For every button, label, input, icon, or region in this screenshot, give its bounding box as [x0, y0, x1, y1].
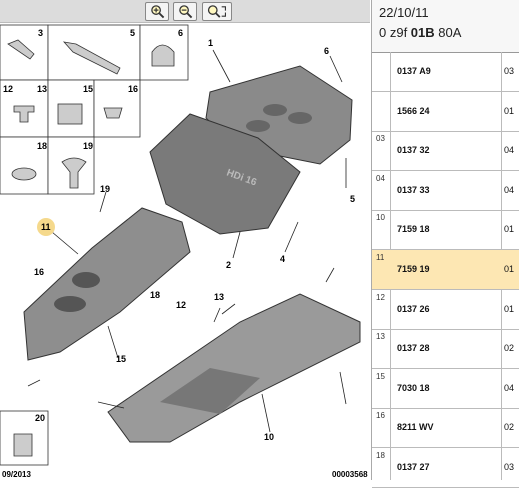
callout: 16 — [34, 267, 44, 277]
part-quantity: 02 — [504, 422, 515, 433]
cell-label: 6 — [178, 28, 183, 38]
table-row[interactable]: 13 0137 28 02 — [372, 329, 519, 370]
cell-label: 19 — [83, 141, 93, 151]
row-index: 03 — [376, 134, 385, 144]
under-shield — [107, 293, 361, 443]
part-reference: 7030 18 — [397, 382, 430, 393]
part-reference: 1566 24 — [397, 105, 430, 116]
row-index: 11 — [376, 253, 385, 262]
ref-prefix: 0 z9f — [379, 25, 411, 40]
ref-bold: 01B — [410, 25, 435, 40]
part-reference: 0137 32 — [397, 145, 430, 156]
row-index: 13 — [376, 332, 385, 342]
part-quantity: 04 — [504, 145, 515, 156]
part-quantity: 04 — [504, 184, 515, 195]
part-reference: 0137 33 — [397, 184, 430, 195]
part-quantity: 02 — [504, 343, 515, 354]
cell-label: 15 — [83, 84, 93, 94]
row-index: 12 — [376, 292, 385, 302]
part-reference: 7159 18 — [397, 224, 430, 235]
side-cover — [23, 207, 191, 361]
part-quantity: 01 — [504, 264, 515, 274]
callout: 1 — [208, 38, 213, 48]
part-quantity: 01 — [504, 105, 515, 116]
part-reference: 0137 27 — [397, 462, 430, 472]
table-row[interactable]: 10 7159 18 01 — [372, 210, 519, 251]
table-row[interactable]: 04 0137 33 04 — [372, 171, 519, 211]
ref-suffix: 80A — [434, 25, 462, 40]
list-header: 22/10/11 0 z9f 01B 80A — [372, 0, 519, 53]
table-row[interactable]: 16 8211 WV 02 — [372, 408, 519, 449]
callout: 13 — [214, 292, 224, 302]
table-row[interactable]: 0137 A9 03 — [372, 52, 519, 92]
highlight-callout-marker — [37, 218, 55, 236]
parts-diagram: 3 5 6 12 13 15 16 18 19 20 — [0, 0, 370, 480]
part-quantity: 01 — [504, 224, 515, 235]
cell-label: 3 — [38, 28, 43, 38]
diagram-toolbar — [0, 0, 370, 23]
table-row[interactable]: 11 7159 19 01 — [372, 250, 519, 290]
diagram-number: 00003568 — [332, 470, 368, 479]
part-quantity: 03 — [504, 66, 515, 76]
cell-label: 18 — [37, 141, 47, 151]
callout: 12 — [176, 300, 186, 310]
parts-list: 22/10/11 0 z9f 01B 80A 0137 A9 03 1566 24 0… — [371, 0, 519, 488]
part-quantity: 04 — [504, 382, 515, 393]
part-reference: 0137 A9 — [397, 66, 431, 76]
callout: 11 — [41, 222, 51, 232]
callout: 10 — [264, 432, 274, 442]
table-row[interactable]: 15 7030 18 04 — [372, 369, 519, 409]
catalog-reference: 0 z9f 01B 80A — [379, 25, 461, 40]
table-row[interactable]: 18 0137 27 03 — [372, 448, 519, 488]
row-index: 10 — [376, 213, 385, 223]
engine-cover-lower: HDi 16 — [149, 113, 301, 235]
cell-label: 5 — [130, 28, 135, 38]
callout: 19 — [100, 184, 110, 194]
zoom-fit-button[interactable] — [202, 2, 232, 21]
cell-label: 13 — [37, 84, 47, 94]
catalog-date: 22/10/11 — [379, 5, 429, 20]
part-quantity: 03 — [504, 462, 515, 472]
table-row[interactable]: 12 0137 26 01 — [372, 290, 519, 330]
exploded-view: 3 5 6 12 13 15 16 18 19 20 — [0, 24, 368, 479]
table-row[interactable]: 1566 24 01 — [372, 92, 519, 132]
part-reference: 7159 19 — [397, 264, 430, 274]
zoom-out-button[interactable] — [173, 2, 197, 21]
zoom-out-icon — [178, 5, 192, 19]
row-index: 04 — [376, 173, 385, 183]
part-quantity: 01 — [504, 303, 515, 314]
callout: 5 — [350, 194, 355, 204]
callout: 15 — [116, 354, 126, 364]
zoom-in-icon — [150, 5, 164, 19]
cell-label: 12 — [3, 84, 13, 94]
part-reference: 0137 28 — [397, 343, 430, 354]
cell-label: 16 — [128, 84, 138, 94]
row-index: 16 — [376, 411, 385, 421]
part-reference: 8211 WV — [397, 422, 434, 433]
callout: 2 — [226, 260, 231, 270]
row-index: 15 — [376, 371, 385, 381]
table-row[interactable]: 03 0137 32 04 — [372, 131, 519, 172]
diagram-date: 09/2013 — [2, 470, 31, 479]
cell-label: 20 — [35, 413, 45, 423]
zoom-in-button[interactable] — [145, 2, 169, 21]
part-reference: 0137 26 — [397, 303, 430, 314]
small-parts-grid: 3 5 6 12 13 15 16 18 19 20 — [0, 24, 189, 466]
callout: 6 — [324, 46, 329, 56]
callout: 4 — [280, 254, 285, 264]
zoom-fit-icon — [207, 5, 226, 18]
callout: 18 — [150, 290, 160, 300]
row-index: 18 — [376, 451, 385, 460]
